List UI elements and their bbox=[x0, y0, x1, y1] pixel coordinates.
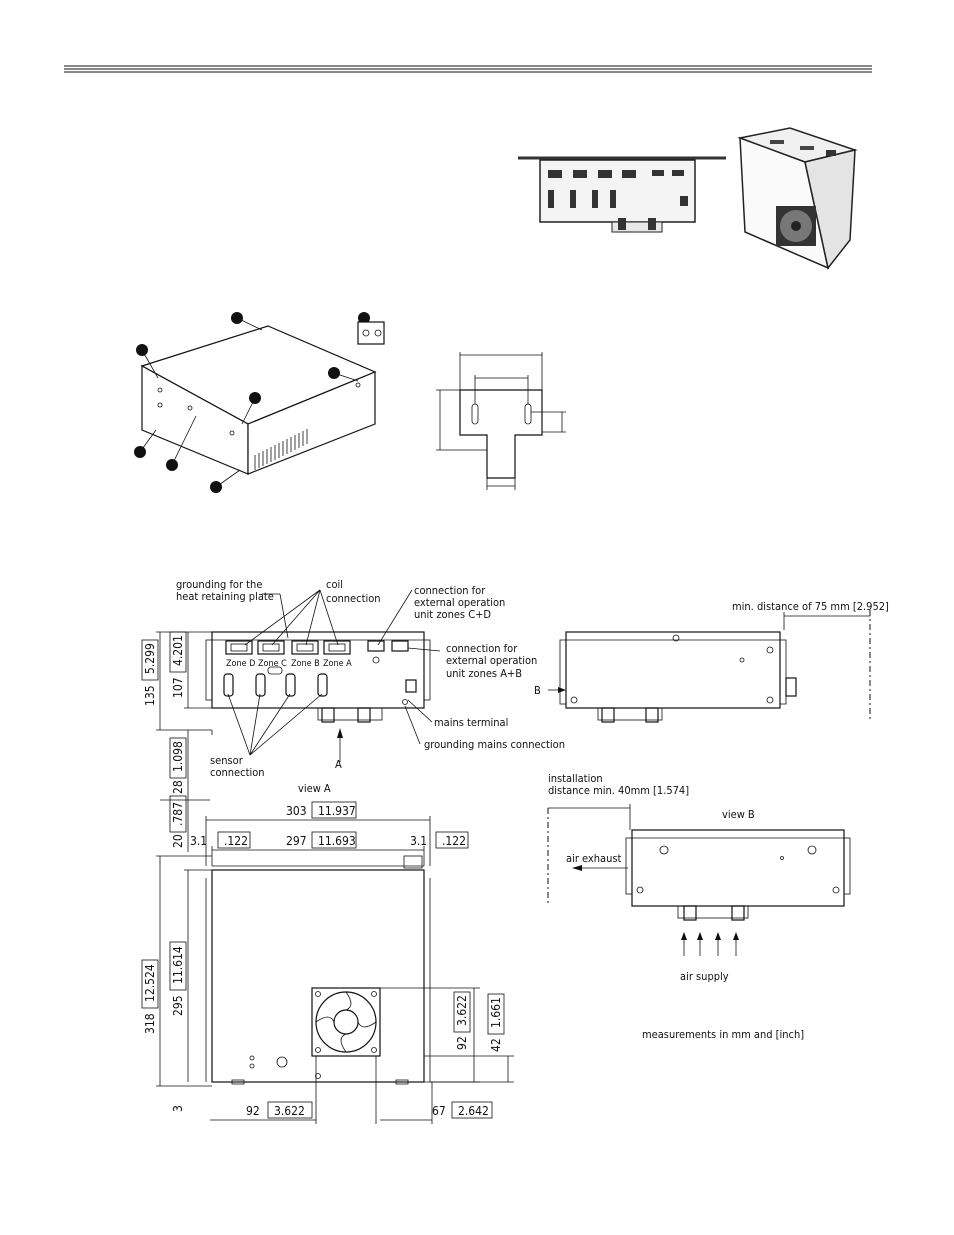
view-a-label: view A bbox=[298, 782, 331, 795]
dim-w67: 67 bbox=[432, 1104, 446, 1118]
dim-h295: 295 bbox=[171, 995, 185, 1016]
dim-h42-in: 1.661 bbox=[489, 997, 503, 1028]
side-view-drawing bbox=[548, 610, 871, 723]
dim-h107: 107 bbox=[171, 677, 185, 698]
dim-w92: 92 bbox=[246, 1104, 260, 1118]
conn-ab-label-3: unit zones A+B bbox=[446, 667, 522, 680]
zone-d-label: Zone D bbox=[226, 659, 255, 669]
top-view-dimensions bbox=[156, 816, 514, 1124]
arrow-a-label: A bbox=[335, 758, 342, 771]
conn-cd-label-1: connection for bbox=[414, 584, 486, 597]
min-distance-label: min. distance of 75 mm [2.952] bbox=[732, 600, 889, 613]
zone-b-label: Zone B bbox=[291, 659, 320, 669]
horizontal-dim-labels: 303 11.937 3.1 .122 297 11.693 3.1 .122 … bbox=[190, 801, 493, 1119]
dim-h28-in: 1.098 bbox=[171, 741, 185, 772]
conn-ab-label-1: connection for bbox=[446, 642, 518, 655]
zone-labels: Zone D Zone C Zone B Zone A bbox=[226, 659, 352, 669]
dim-w303-in: 11.937 bbox=[318, 804, 356, 818]
unit-3d-photo bbox=[737, 127, 858, 270]
dim-w303: 303 bbox=[286, 804, 307, 818]
view-b-label: view B bbox=[722, 808, 755, 821]
dim-h107-in: 4.201 bbox=[171, 635, 185, 666]
dim-h135: 135 bbox=[143, 685, 157, 706]
mounting-isometric bbox=[134, 312, 385, 493]
view-a-dimensions bbox=[156, 631, 212, 852]
dim-h28: 28 bbox=[171, 780, 185, 794]
dim-h318: 318 bbox=[143, 1013, 157, 1034]
dim-h20-in: .787 bbox=[171, 802, 185, 826]
view-a-leaders bbox=[227, 589, 441, 762]
dim-w297-in: 11.693 bbox=[318, 834, 356, 848]
dim-h318-in: 12.524 bbox=[143, 964, 157, 1002]
conn-cd-label-2: external operation bbox=[414, 596, 505, 609]
grounding-plate-label-1: grounding for the bbox=[176, 578, 262, 591]
dim-w92-in: 3.622 bbox=[274, 1104, 305, 1118]
conn-cd-label-3: unit zones C+D bbox=[414, 608, 491, 621]
dim-h3: 3 bbox=[171, 1105, 185, 1112]
dim-w297: 297 bbox=[286, 834, 307, 848]
front-panel-photo bbox=[518, 156, 726, 233]
annotation-labels: grounding for the heat retaining plate c… bbox=[176, 578, 889, 1041]
dim-w3-1-right-in: .122 bbox=[442, 834, 466, 848]
air-supply-label: air supply bbox=[680, 970, 729, 983]
dim-h20: 20 bbox=[171, 834, 185, 848]
dim-h92: 92 bbox=[455, 1036, 469, 1050]
dim-h295-in: 11.614 bbox=[171, 946, 185, 984]
grounding-plate-label-2: heat retaining plate bbox=[176, 590, 274, 603]
installation-label-1: installation bbox=[548, 772, 603, 785]
sensor-label-1: sensor bbox=[210, 754, 244, 767]
installation-label-2: distance min. 40mm [1.574] bbox=[548, 784, 689, 797]
coil-label-1: coil bbox=[326, 578, 343, 591]
header-rule bbox=[64, 65, 872, 73]
measurements-note: measurements in mm and [inch] bbox=[642, 1028, 804, 1041]
conn-ab-label-2: external operation bbox=[446, 654, 537, 667]
dim-w3-1-left: 3.1 bbox=[190, 834, 207, 848]
dim-w3-1-left-in: .122 bbox=[224, 834, 248, 848]
grounding-mains-label: grounding mains connection bbox=[424, 738, 565, 751]
air-exhaust-label: air exhaust bbox=[566, 852, 622, 865]
view-b-drawing bbox=[547, 804, 851, 956]
vertical-dim-labels: 135 5.299 107 4.201 28 1.098 20 .787 318… bbox=[141, 631, 505, 1112]
zone-a-label: Zone A bbox=[323, 659, 352, 669]
dim-w67-in: 2.642 bbox=[458, 1104, 489, 1118]
mains-terminal-label: mains terminal bbox=[434, 716, 508, 729]
dim-h92-in: 3.622 bbox=[455, 995, 469, 1026]
coil-label-2: connection bbox=[326, 592, 381, 605]
sensor-label-2: connection bbox=[210, 766, 265, 779]
dim-h42: 42 bbox=[489, 1038, 503, 1052]
bracket-drawing bbox=[436, 352, 566, 490]
dim-w3-1-right: 3.1 bbox=[410, 834, 427, 848]
zone-c-label: Zone C bbox=[258, 659, 287, 669]
arrow-b-label: B bbox=[534, 684, 541, 697]
top-view-drawing bbox=[205, 855, 431, 1085]
view-a-drawing bbox=[205, 631, 431, 735]
dim-h135-in: 5.299 bbox=[143, 643, 157, 674]
